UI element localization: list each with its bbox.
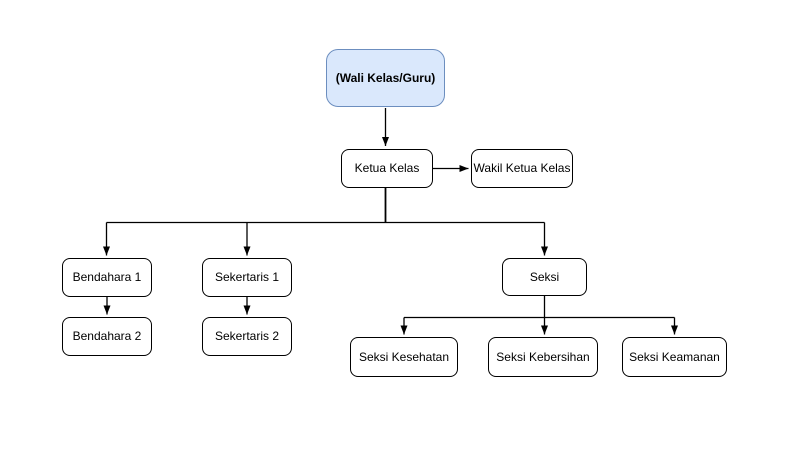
node-label: Sekertaris 1 [214, 270, 280, 285]
node-wakil-ketua-kelas[interactable]: Wakil Ketua Kelas [471, 149, 573, 188]
node-label: Bendahara 2 [72, 329, 142, 344]
node-sekertaris-2[interactable]: Sekertaris 2 [202, 317, 292, 356]
node-ketua-kelas[interactable]: Ketua Kelas [341, 149, 433, 188]
node-seksi-kesehatan[interactable]: Seksi Kesehatan [350, 337, 458, 377]
node-label: Wakil Ketua Kelas [473, 161, 571, 176]
node-seksi[interactable]: Seksi [502, 258, 587, 296]
node-bendahara-2[interactable]: Bendahara 2 [62, 317, 152, 356]
node-label: Seksi Keamanan [629, 349, 720, 364]
node-seksi-kebersihan[interactable]: Seksi Kebersihan [488, 337, 598, 377]
node-label: (Wali Kelas/Guru) [335, 70, 436, 85]
node-sekertaris-1[interactable]: Sekertaris 1 [202, 258, 292, 297]
node-label: Seksi [529, 269, 560, 284]
node-label: Seksi Kebersihan [496, 349, 590, 364]
node-seksi-keamanan[interactable]: Seksi Keamanan [622, 337, 727, 377]
node-label: Sekertaris 2 [214, 329, 280, 344]
node-label: Seksi Kesehatan [358, 349, 450, 364]
node-label: Bendahara 1 [72, 270, 142, 285]
node-wali-kelas-guru[interactable]: (Wali Kelas/Guru) [326, 49, 445, 107]
node-bendahara-1[interactable]: Bendahara 1 [62, 258, 152, 297]
node-label: Ketua Kelas [354, 161, 420, 176]
